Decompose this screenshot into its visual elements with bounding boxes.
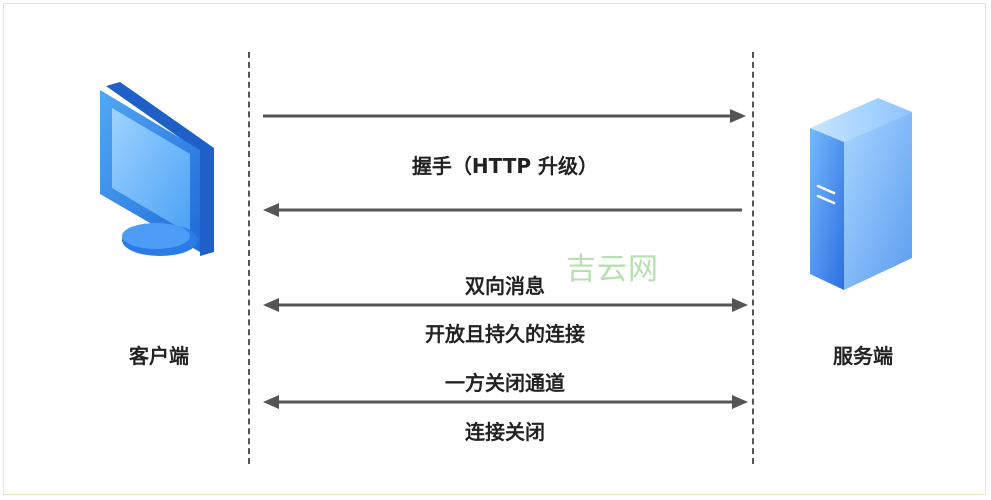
bidirectional-arrow xyxy=(263,298,748,312)
connection-closed-label: 连接关闭 xyxy=(465,420,545,444)
handshake-request-arrow xyxy=(263,109,746,123)
watermark-text: 吉云网 xyxy=(566,252,659,287)
client-label: 客户端 xyxy=(129,344,189,368)
server-label: 服务端 xyxy=(833,344,893,368)
client-lifeline xyxy=(248,52,250,464)
close-arrow xyxy=(263,395,748,409)
server-lifeline xyxy=(752,52,754,464)
handshake-response-arrow xyxy=(263,203,742,217)
bidirectional-label: 双向消息 xyxy=(465,274,545,298)
persistent-connection-label: 开放且持久的连接 xyxy=(425,322,585,346)
one-side-close-label: 一方关闭通道 xyxy=(445,371,565,395)
handshake-label: 握手（HTTP 升级） xyxy=(411,154,599,178)
monitor-icon xyxy=(100,82,214,256)
server-tower-icon xyxy=(810,98,912,290)
